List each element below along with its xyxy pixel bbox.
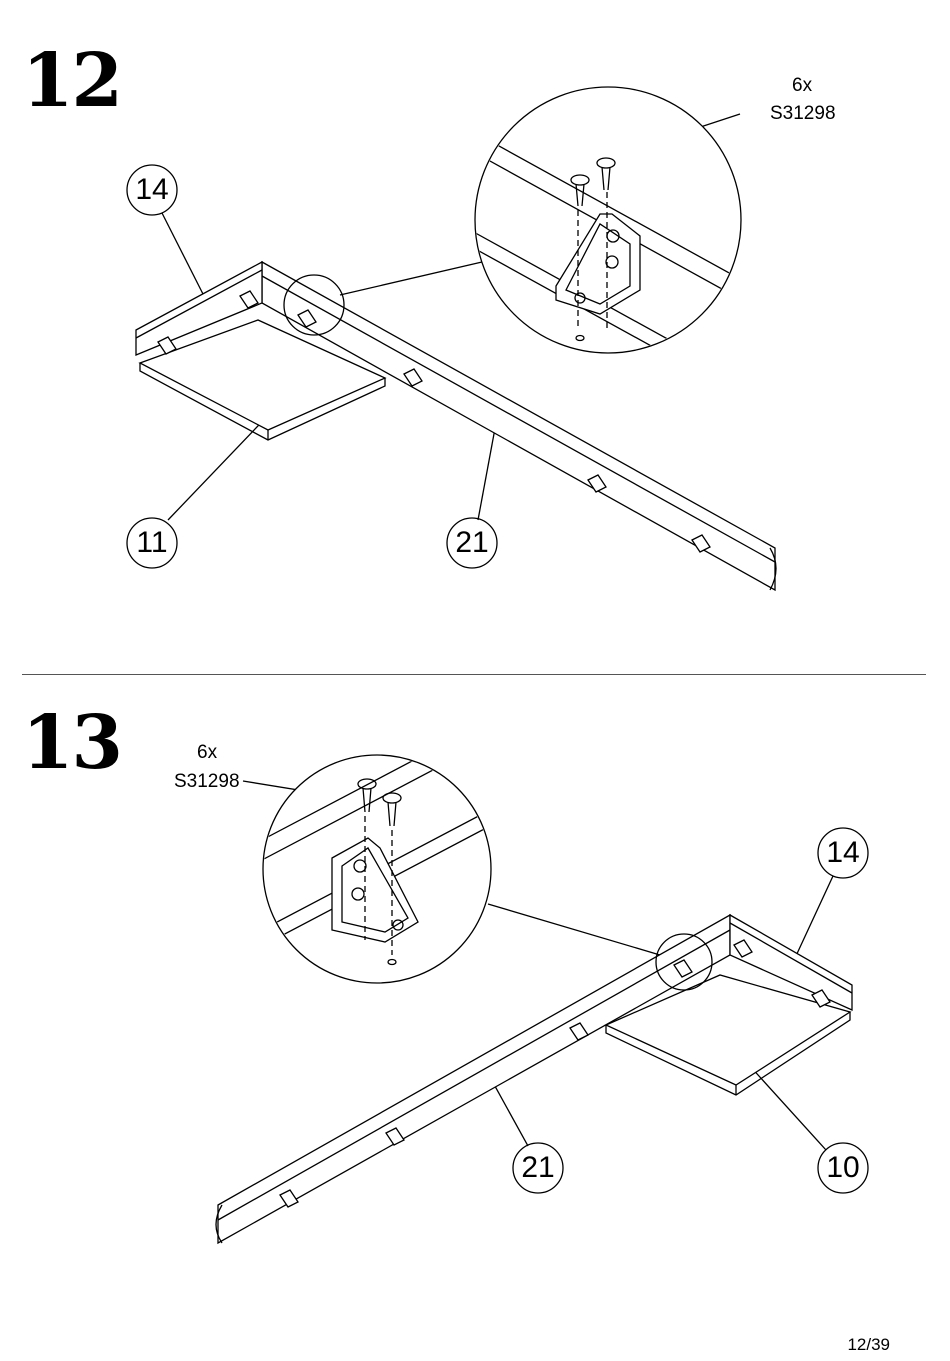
part-label-10: 10 (818, 1143, 868, 1193)
page-number: 12/39 (847, 1335, 890, 1355)
part-label-21: 21 (513, 1143, 563, 1193)
part-label-14: 14 (818, 828, 868, 878)
